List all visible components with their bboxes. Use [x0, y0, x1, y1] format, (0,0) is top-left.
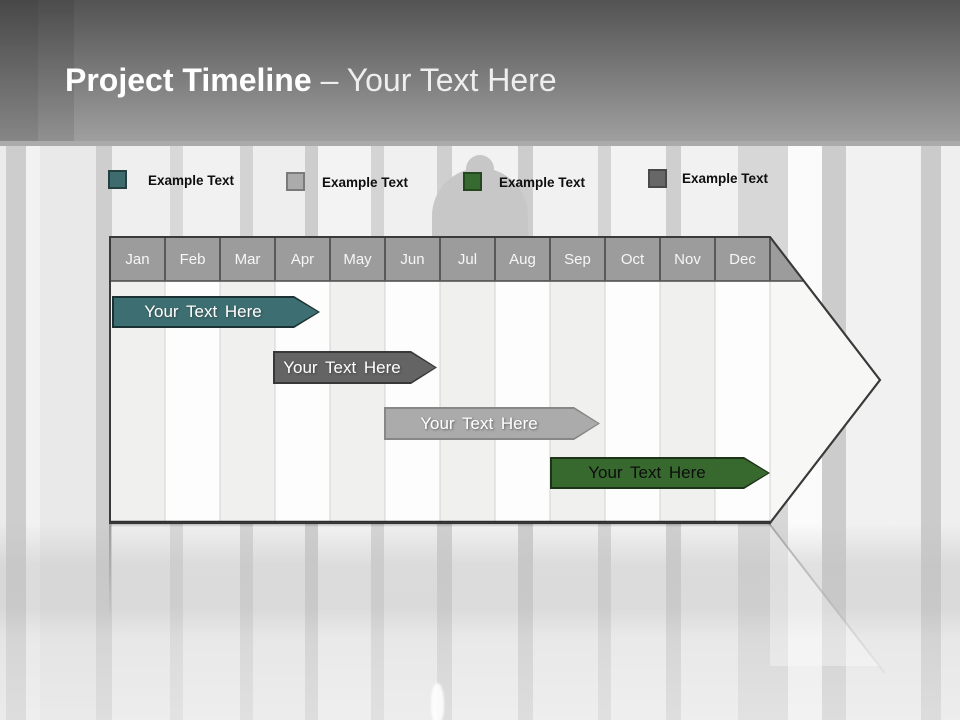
legend-swatch-darkgray	[648, 169, 667, 188]
legend-label: Example Text	[322, 175, 409, 190]
floor-reflection	[0, 523, 960, 720]
task-bar-4: Your Text Here	[550, 457, 770, 489]
task-bar-4-fill: Your Text Here	[552, 459, 768, 487]
task-bar-2-fill: Your Text Here	[275, 353, 435, 382]
slide-header: Project Timeline– Your Text Here	[0, 0, 960, 141]
task-bar-label: Your Text Here	[283, 357, 401, 377]
legend-label: Example Text	[682, 171, 769, 186]
task-bar-3: Your Text Here	[384, 407, 600, 440]
month-header-jun: Jun	[400, 251, 425, 268]
legend-label: Example Text	[499, 175, 586, 190]
legend-swatch-gray	[286, 172, 305, 191]
month-header-jul: Jul	[457, 251, 478, 268]
timeline-arrow-graphic	[109, 236, 882, 524]
table-left-edge-reflection	[109, 524, 111, 619]
task-bar-1: Your Text Here	[112, 296, 320, 328]
timeline-arrow: Jan Feb Mar Apr May Jun Jul Aug Sep Oct …	[109, 236, 882, 524]
month-header-apr: Apr	[290, 251, 315, 268]
task-bar-label: Your Text Here	[588, 463, 706, 482]
title-main: Project Timeline	[65, 62, 312, 98]
legend-label: Example Text	[148, 173, 235, 188]
page-title: Project Timeline– Your Text Here	[65, 60, 557, 100]
task-bar-3-fill: Your Text Here	[386, 409, 598, 438]
task-bar-label: Your Text Here	[420, 413, 538, 433]
legend-swatch-green	[463, 172, 482, 191]
task-bar-1-fill: Your Text Here	[114, 298, 318, 326]
month-header-may: May	[343, 251, 372, 268]
title-suffix: – Your Text Here	[320, 62, 557, 98]
month-header-jan: Jan	[125, 251, 150, 268]
month-header-sep: Sep	[564, 251, 591, 268]
month-header-oct: Oct	[620, 251, 645, 268]
month-header-feb: Feb	[179, 251, 206, 268]
header-stripe-medium	[38, 0, 74, 141]
dome-bump	[466, 155, 494, 177]
background-highlight-wisp	[431, 683, 444, 720]
month-header-aug: Aug	[509, 251, 536, 268]
header-divider	[0, 141, 960, 146]
table-bottom-shadow	[111, 523, 771, 527]
header-stripe-dark	[0, 0, 38, 141]
month-header-mar: Mar	[234, 251, 261, 268]
task-bar-2: Your Text Here	[273, 351, 437, 384]
month-header-dec: Dec	[729, 251, 756, 268]
month-header-nov: Nov	[674, 251, 701, 268]
task-bar-label: Your Text Here	[144, 302, 262, 321]
legend-swatch-teal	[108, 170, 127, 189]
